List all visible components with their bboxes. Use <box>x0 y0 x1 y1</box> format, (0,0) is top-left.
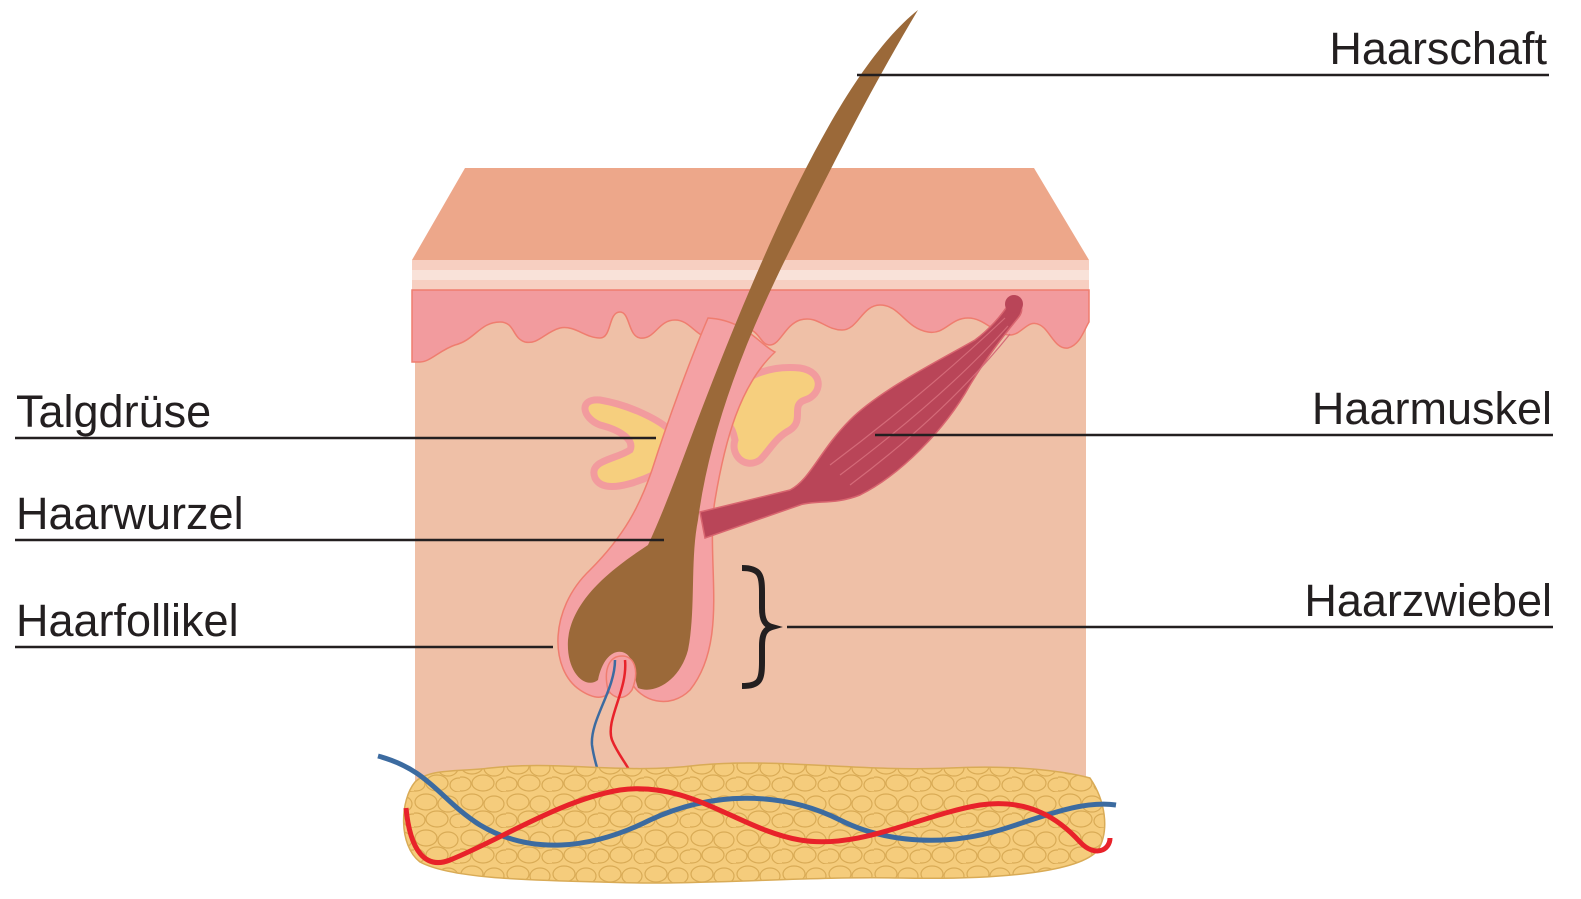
skin-block <box>412 168 1089 790</box>
label-haarfollikel: Haarfollikel <box>16 595 239 646</box>
label-haarzwiebel: Haarzwiebel <box>1304 575 1552 626</box>
label-haarschaft: Haarschaft <box>1329 23 1547 74</box>
label-talgdruese: Talgdrüse <box>16 386 211 437</box>
muscle-anchor <box>1005 295 1023 313</box>
epidermis-top-surface <box>412 168 1089 260</box>
epidermis-stripe-light <box>412 270 1089 280</box>
label-haarmuskel: Haarmuskel <box>1312 383 1552 434</box>
label-haarwurzel: Haarwurzel <box>16 488 244 539</box>
